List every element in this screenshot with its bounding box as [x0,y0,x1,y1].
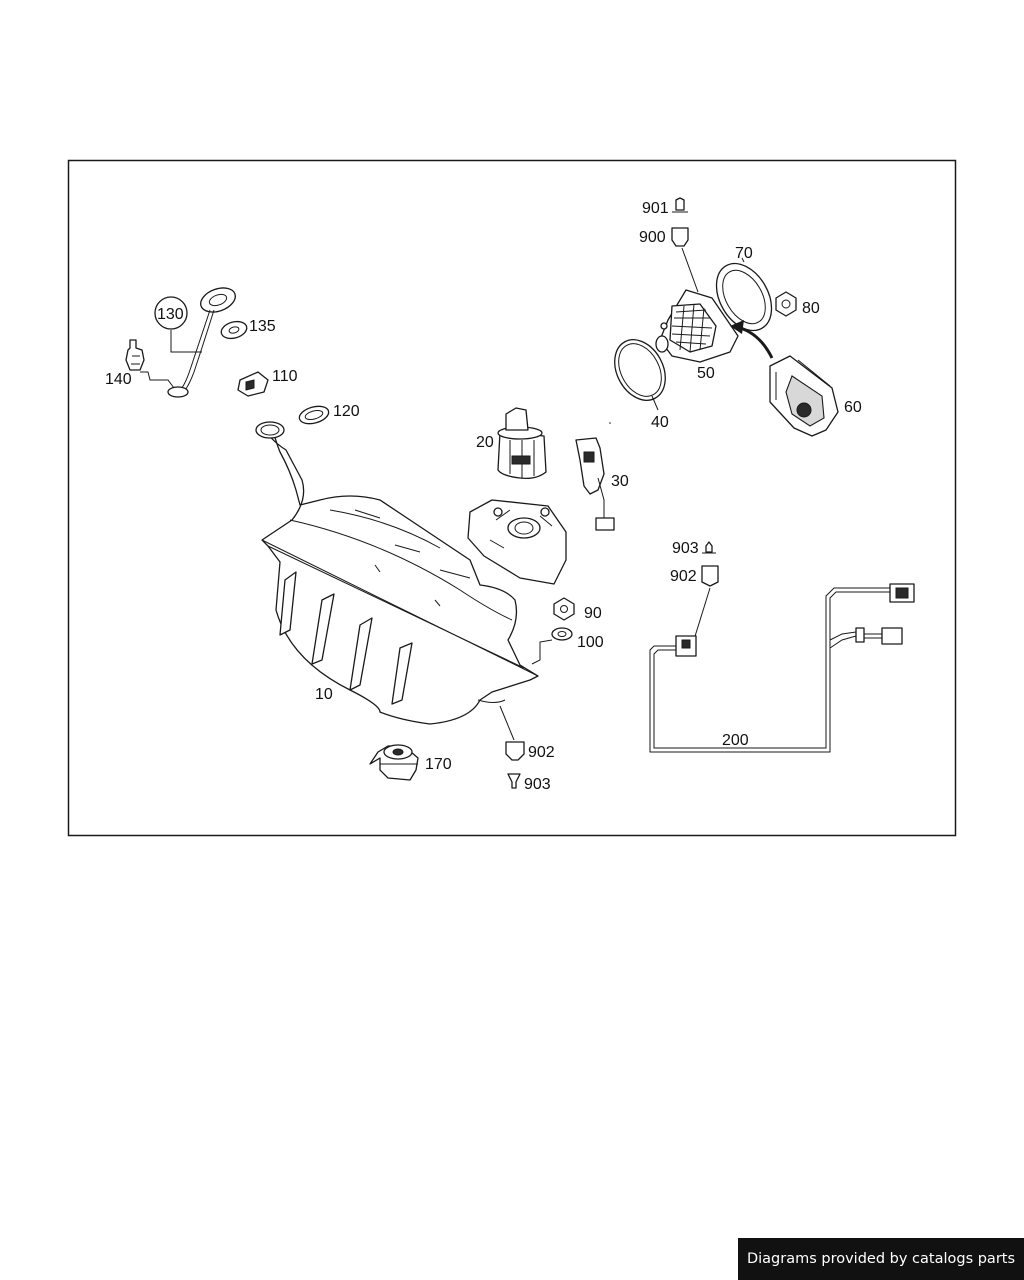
label-130: 130 [157,306,184,323]
label-200: 200 [722,732,749,749]
part-140-clip[interactable] [125,339,145,371]
part-900-bracket[interactable] [671,227,689,247]
part-90-nut[interactable] [553,597,575,621]
label-90: 90 [584,605,602,622]
label-140: 140 [105,371,132,388]
label-50: 50 [697,365,715,382]
part-200-wiring-harness[interactable] [649,583,915,753]
label-902-bottom: 902 [528,744,555,761]
diagram-frame [67,159,957,837]
part-30-level-sensor[interactable] [575,437,615,531]
label-10: 10 [315,686,333,703]
part-130-fuel-cap[interactable] [167,284,239,398]
part-901-screw[interactable] [672,197,688,213]
part-110-bracket[interactable] [237,371,269,397]
label-901: 901 [642,200,669,217]
part-20-fuel-pump[interactable] [497,407,547,480]
part-pump-housing[interactable] [467,499,567,585]
label-30: 30 [611,473,629,490]
part-170-sensor-cap[interactable] [369,744,419,781]
part-902-connector-right[interactable] [701,565,719,587]
label-20: 20 [476,434,494,451]
label-902-right: 902 [670,568,697,585]
part-902-connector-bottom[interactable] [505,741,525,761]
part-903-clip-bottom[interactable] [507,773,521,789]
label-70: 70 [735,245,753,262]
label-40: 40 [651,414,669,431]
label-100: 100 [577,634,604,651]
label-130-circle [154,296,188,330]
part-135-seal[interactable] [219,319,248,341]
label-60: 60 [844,399,862,416]
part-80-nut[interactable] [775,291,797,317]
label-135: 135 [249,318,276,335]
assembly-arrow-icon [739,326,774,359]
label-170: 170 [425,756,452,773]
part-903-clip-right[interactable] [702,541,716,554]
part-120-grommet[interactable] [297,403,330,426]
part-100-washer[interactable] [551,627,573,641]
label-903-right: 903 [672,540,699,557]
footer-credit: Diagrams provided by catalogs parts [738,1238,1024,1280]
part-60-cover-unit[interactable] [769,355,839,437]
label-80: 80 [802,300,820,317]
label-903-bottom: 903 [524,776,551,793]
parts-diagram: 10 20 30 40 50 70 [67,159,957,837]
part-10-fuel-tank[interactable] [255,421,539,725]
label-900: 900 [639,229,666,246]
label-110: 110 [272,368,298,385]
label-120: 120 [333,403,360,420]
part-70-seal-ring[interactable] [705,254,783,340]
part-50-flange-module[interactable] [655,289,739,363]
